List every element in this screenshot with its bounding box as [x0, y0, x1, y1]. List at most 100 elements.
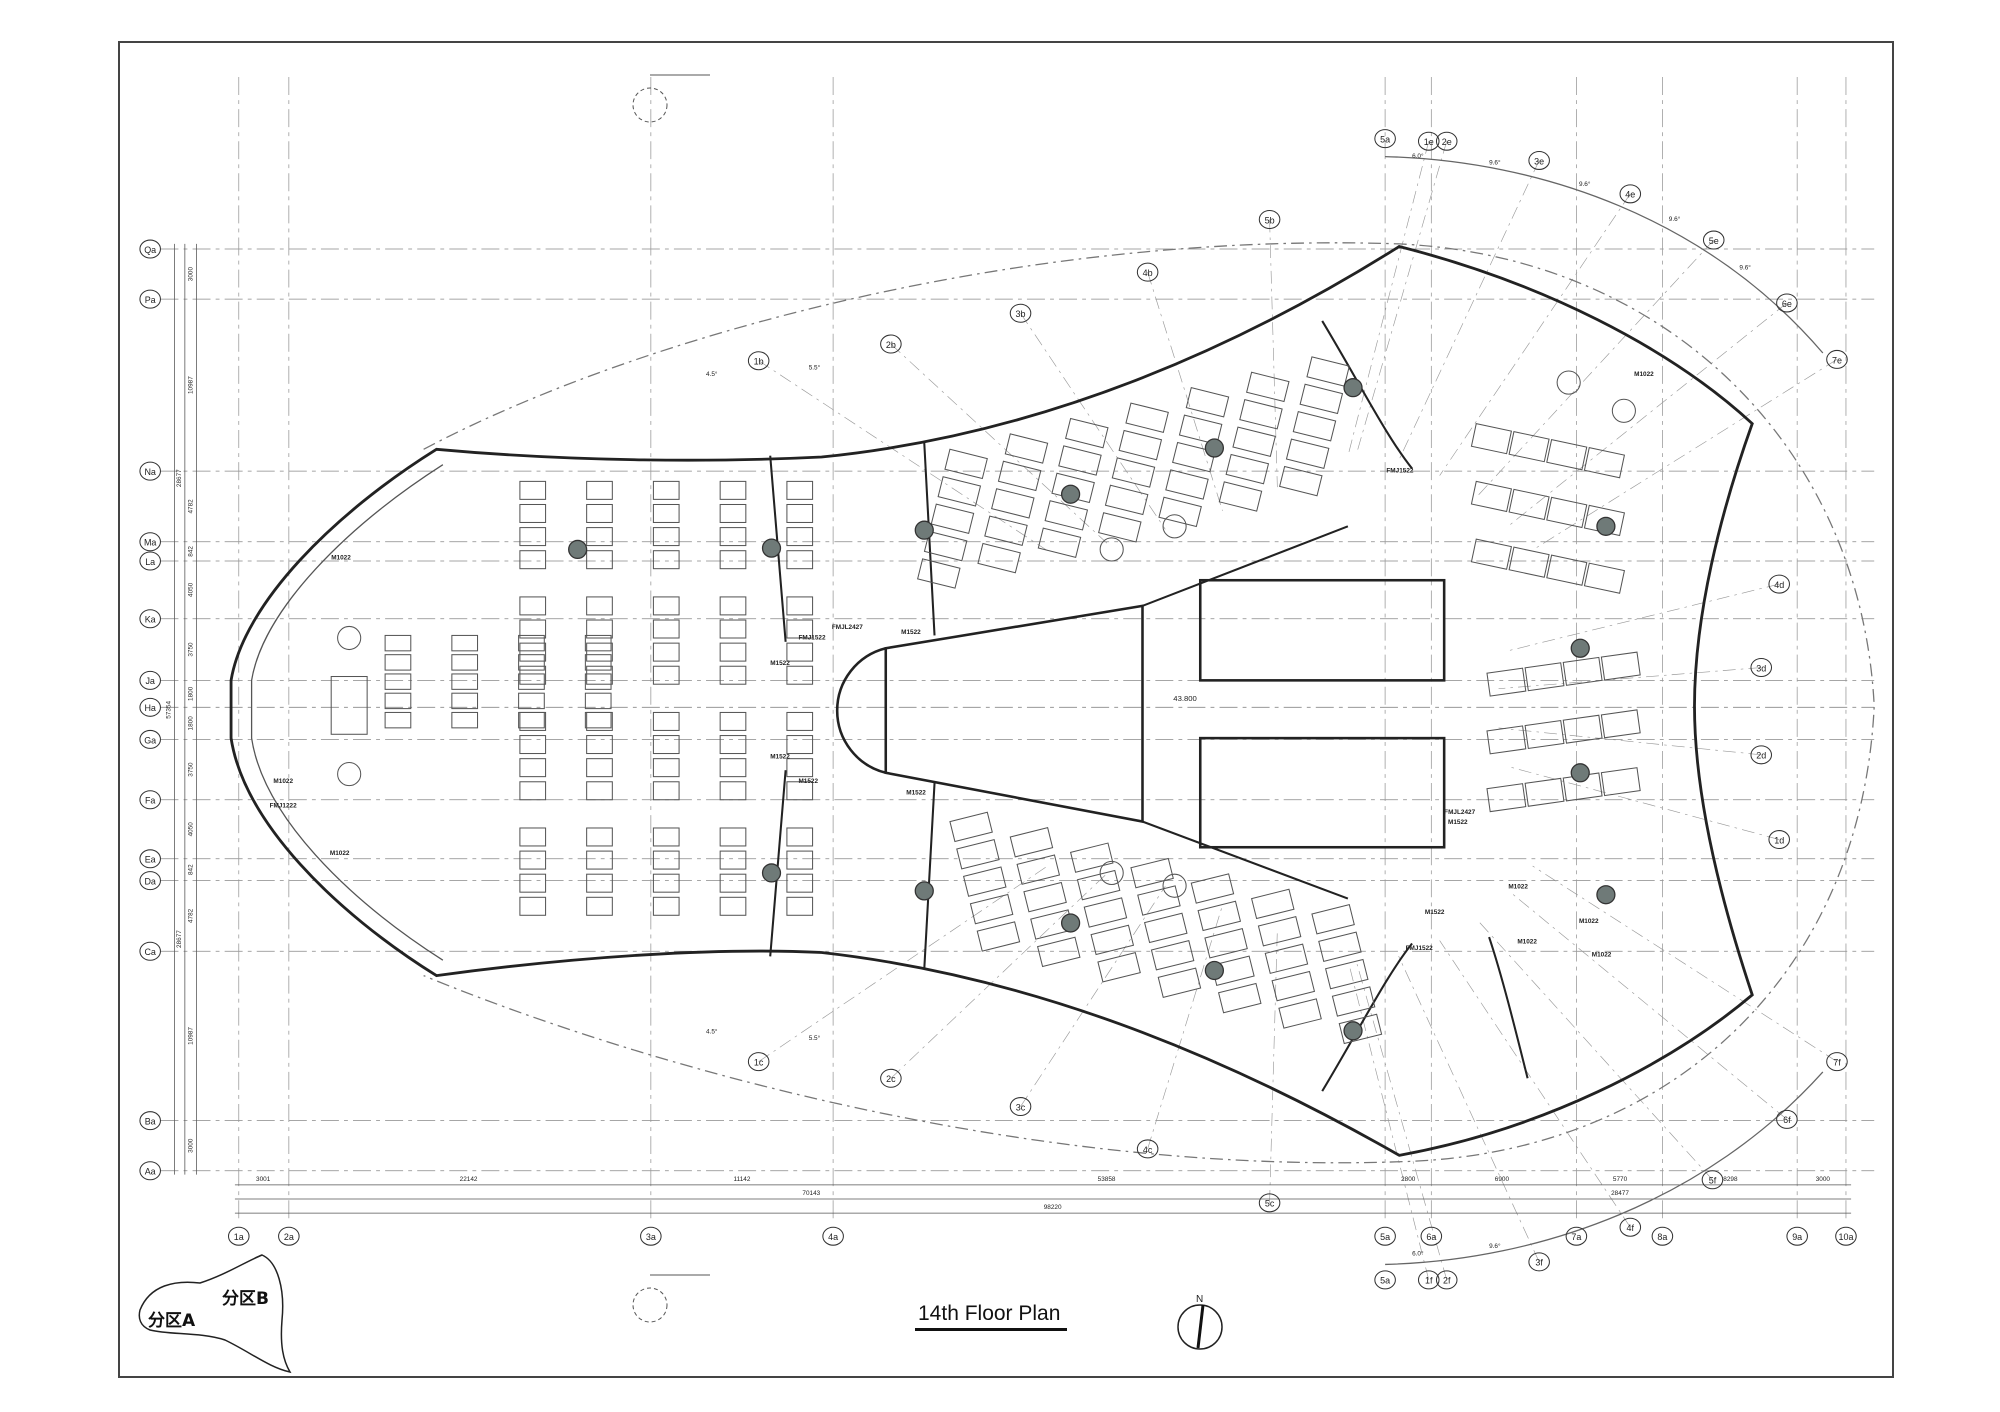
door-tag: FMJL2427 — [1444, 809, 1475, 816]
grid-label-Pa: Pa — [145, 295, 156, 305]
radial-label-5c-bubble — [1258, 1193, 1281, 1213]
dimension-value: 4782 — [188, 499, 195, 514]
meeting-table — [1162, 514, 1187, 539]
meeting-table — [337, 762, 362, 787]
workstation-desk — [518, 673, 545, 690]
radial-label-4c-bubble — [1136, 1139, 1159, 1159]
workstation-desk — [1058, 445, 1102, 476]
workstation-desk — [719, 781, 747, 801]
workstation-desk — [1292, 411, 1337, 442]
workstation-desk — [652, 503, 680, 523]
dimension-value: 842 — [188, 864, 195, 875]
workstation-desk — [1486, 725, 1527, 755]
workstation-desk — [786, 619, 814, 639]
radial-label-1e: 1e — [1424, 137, 1434, 147]
workstation-desk — [586, 735, 613, 755]
workstation-desk — [652, 735, 680, 755]
workstation-desk — [930, 503, 975, 534]
radial-label-3d: 3d — [1756, 663, 1766, 673]
door-tag: M1522 — [901, 629, 921, 636]
structural-column — [1570, 638, 1590, 658]
radial-label-3c: 3c — [1016, 1102, 1026, 1112]
dimension-value: 98220 — [1044, 1204, 1062, 1211]
radial-label-5c: 5c — [1265, 1199, 1275, 1209]
meeting-table — [1556, 370, 1581, 395]
grid-label-2a-bubble — [278, 1226, 300, 1246]
dimension-value: 10987 — [188, 376, 195, 394]
grid-label-1a: 1a — [234, 1232, 244, 1242]
workstation-desk — [584, 692, 612, 710]
workstation-desk — [944, 448, 988, 480]
structural-column — [1596, 885, 1616, 905]
workstation-desk — [1090, 924, 1135, 956]
grid-label-3a-bubble — [640, 1226, 662, 1246]
radial-label-5b: 5b — [1265, 215, 1275, 225]
grid-label-Ga-bubble — [139, 729, 161, 749]
workstation-desk — [384, 673, 412, 690]
workstation-desk — [1190, 873, 1235, 904]
workstation-desk — [586, 527, 613, 547]
angle-label: 6.0° — [1412, 152, 1424, 160]
workstation-desk — [1583, 562, 1626, 594]
structural-column — [761, 538, 782, 558]
grid-label-Ca: Ca — [144, 947, 155, 957]
grid-label-6a-bubble — [1420, 1226, 1443, 1246]
radial-label-2b-bubble — [880, 334, 902, 354]
dimension-value: 70143 — [802, 1190, 820, 1197]
workstation-desk — [519, 665, 547, 685]
workstation-desk — [519, 596, 547, 616]
angle-label: 9.6° — [1489, 1242, 1501, 1250]
workstation-desk — [1306, 356, 1350, 387]
workstation-desk — [519, 527, 547, 547]
radial-label-7f: 7f — [1833, 1057, 1841, 1067]
workstation-desk — [719, 873, 747, 893]
workstation-desk — [984, 515, 1028, 546]
workstation-desk — [1271, 970, 1316, 1002]
grid-label-8a-bubble — [1651, 1226, 1674, 1246]
workstation-desk — [519, 850, 547, 870]
workstation-desk — [786, 665, 814, 685]
door-tag: M1022 — [1508, 883, 1528, 890]
workstation-desk — [586, 850, 613, 870]
radial-axis-line — [1439, 193, 1631, 476]
radial-label-6f-bubble — [1776, 1109, 1798, 1129]
workstation-desk — [719, 896, 747, 916]
workstation-desk — [586, 758, 613, 778]
radial-axis-line — [1398, 956, 1540, 1263]
dimension-value: 8298 — [1723, 1176, 1738, 1183]
radial-axis-line — [1269, 929, 1278, 1203]
left-core — [835, 604, 1144, 824]
workstation-desk — [786, 503, 814, 523]
radial-label-5a-top: 5a — [1380, 134, 1390, 144]
dimension-value: 10987 — [188, 1027, 195, 1045]
workstation-desk — [949, 811, 993, 843]
workstation-desk — [519, 619, 547, 639]
dimension-value: 4050 — [188, 822, 195, 837]
radial-label-4d-bubble — [1768, 574, 1790, 594]
angle-label: 4.5° — [706, 1027, 718, 1035]
radial-label-1c: 1c — [754, 1057, 764, 1067]
grid-label-7a-bubble — [1565, 1226, 1588, 1246]
workstation-desk — [519, 735, 547, 755]
workstation-desk — [519, 781, 547, 801]
workstation-desk — [451, 692, 479, 710]
workstation-desk — [786, 711, 814, 731]
radial-label-7e-bubble — [1826, 349, 1848, 369]
structural-column — [1596, 516, 1616, 536]
radial-axis-line — [1348, 964, 1430, 1280]
door-tag: M1022 — [1517, 939, 1537, 946]
workstation-desk — [586, 596, 613, 616]
grid-label-9a: 9a — [1792, 1232, 1802, 1242]
workstation-desk — [719, 758, 747, 778]
workstation-desk — [519, 896, 547, 916]
workstation-desk — [969, 893, 1014, 925]
grid-label-Ba: Ba — [145, 1117, 156, 1127]
workstation-desk — [719, 596, 747, 616]
workstation-desk — [451, 673, 479, 690]
workstation-desk — [786, 480, 814, 500]
workstation-desk — [519, 873, 547, 893]
structural-columns — [568, 378, 1616, 1041]
door-tag: FMJ1522 — [798, 634, 826, 641]
workstation-desk — [1150, 940, 1195, 971]
workstation-desk — [719, 735, 747, 755]
